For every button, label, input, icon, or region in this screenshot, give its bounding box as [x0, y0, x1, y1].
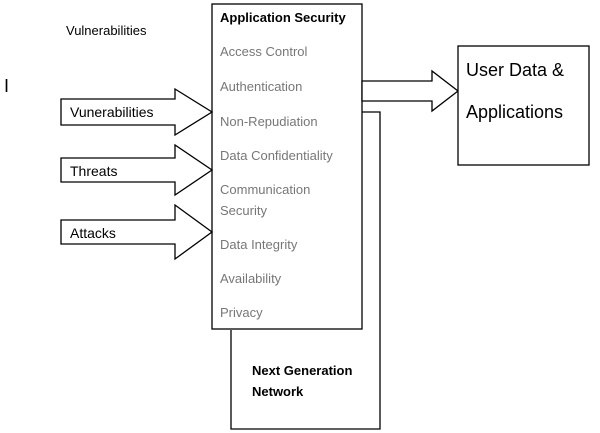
- ngn-title-line1: Next Generation: [252, 363, 353, 378]
- input-label-attacks: Attacks: [70, 225, 116, 241]
- threats-arrow: [60, 143, 214, 197]
- item-data-confidentiality: Data Confidentiality: [220, 148, 333, 163]
- item-data-integrity: Data Integrity: [220, 237, 298, 252]
- item-access-control: Access Control: [220, 44, 308, 59]
- output-title-line2: Applications: [466, 102, 564, 122]
- stray-mark: I: [4, 76, 10, 96]
- item-authentication: Authentication: [220, 79, 303, 94]
- item-availability: Availability: [220, 271, 282, 286]
- input-label-vunerabilities: Vunerabilities: [70, 104, 154, 120]
- ngn-title-line2: Network: [252, 384, 304, 399]
- attacks-arrow: [60, 203, 214, 261]
- vulnerabilities-heading: Vulnerabilities: [66, 23, 147, 38]
- output-title-line1: User Data &: [466, 60, 565, 80]
- output-arrow: [361, 69, 460, 113]
- next-generation-network-box: [230, 111, 381, 430]
- user-data-applications-box: [457, 45, 590, 166]
- application-security-title: Application Security: [220, 10, 346, 25]
- item-non-repudiation: Non-Repudiation: [220, 114, 318, 129]
- input-label-threats: Threats: [70, 163, 118, 179]
- item-security: Security: [220, 203, 267, 218]
- vulnerabilities-arrow: [60, 87, 214, 137]
- application-security-box: [211, 3, 363, 330]
- item-privacy: Privacy: [220, 305, 263, 320]
- item-communication: Communication: [220, 182, 311, 197]
